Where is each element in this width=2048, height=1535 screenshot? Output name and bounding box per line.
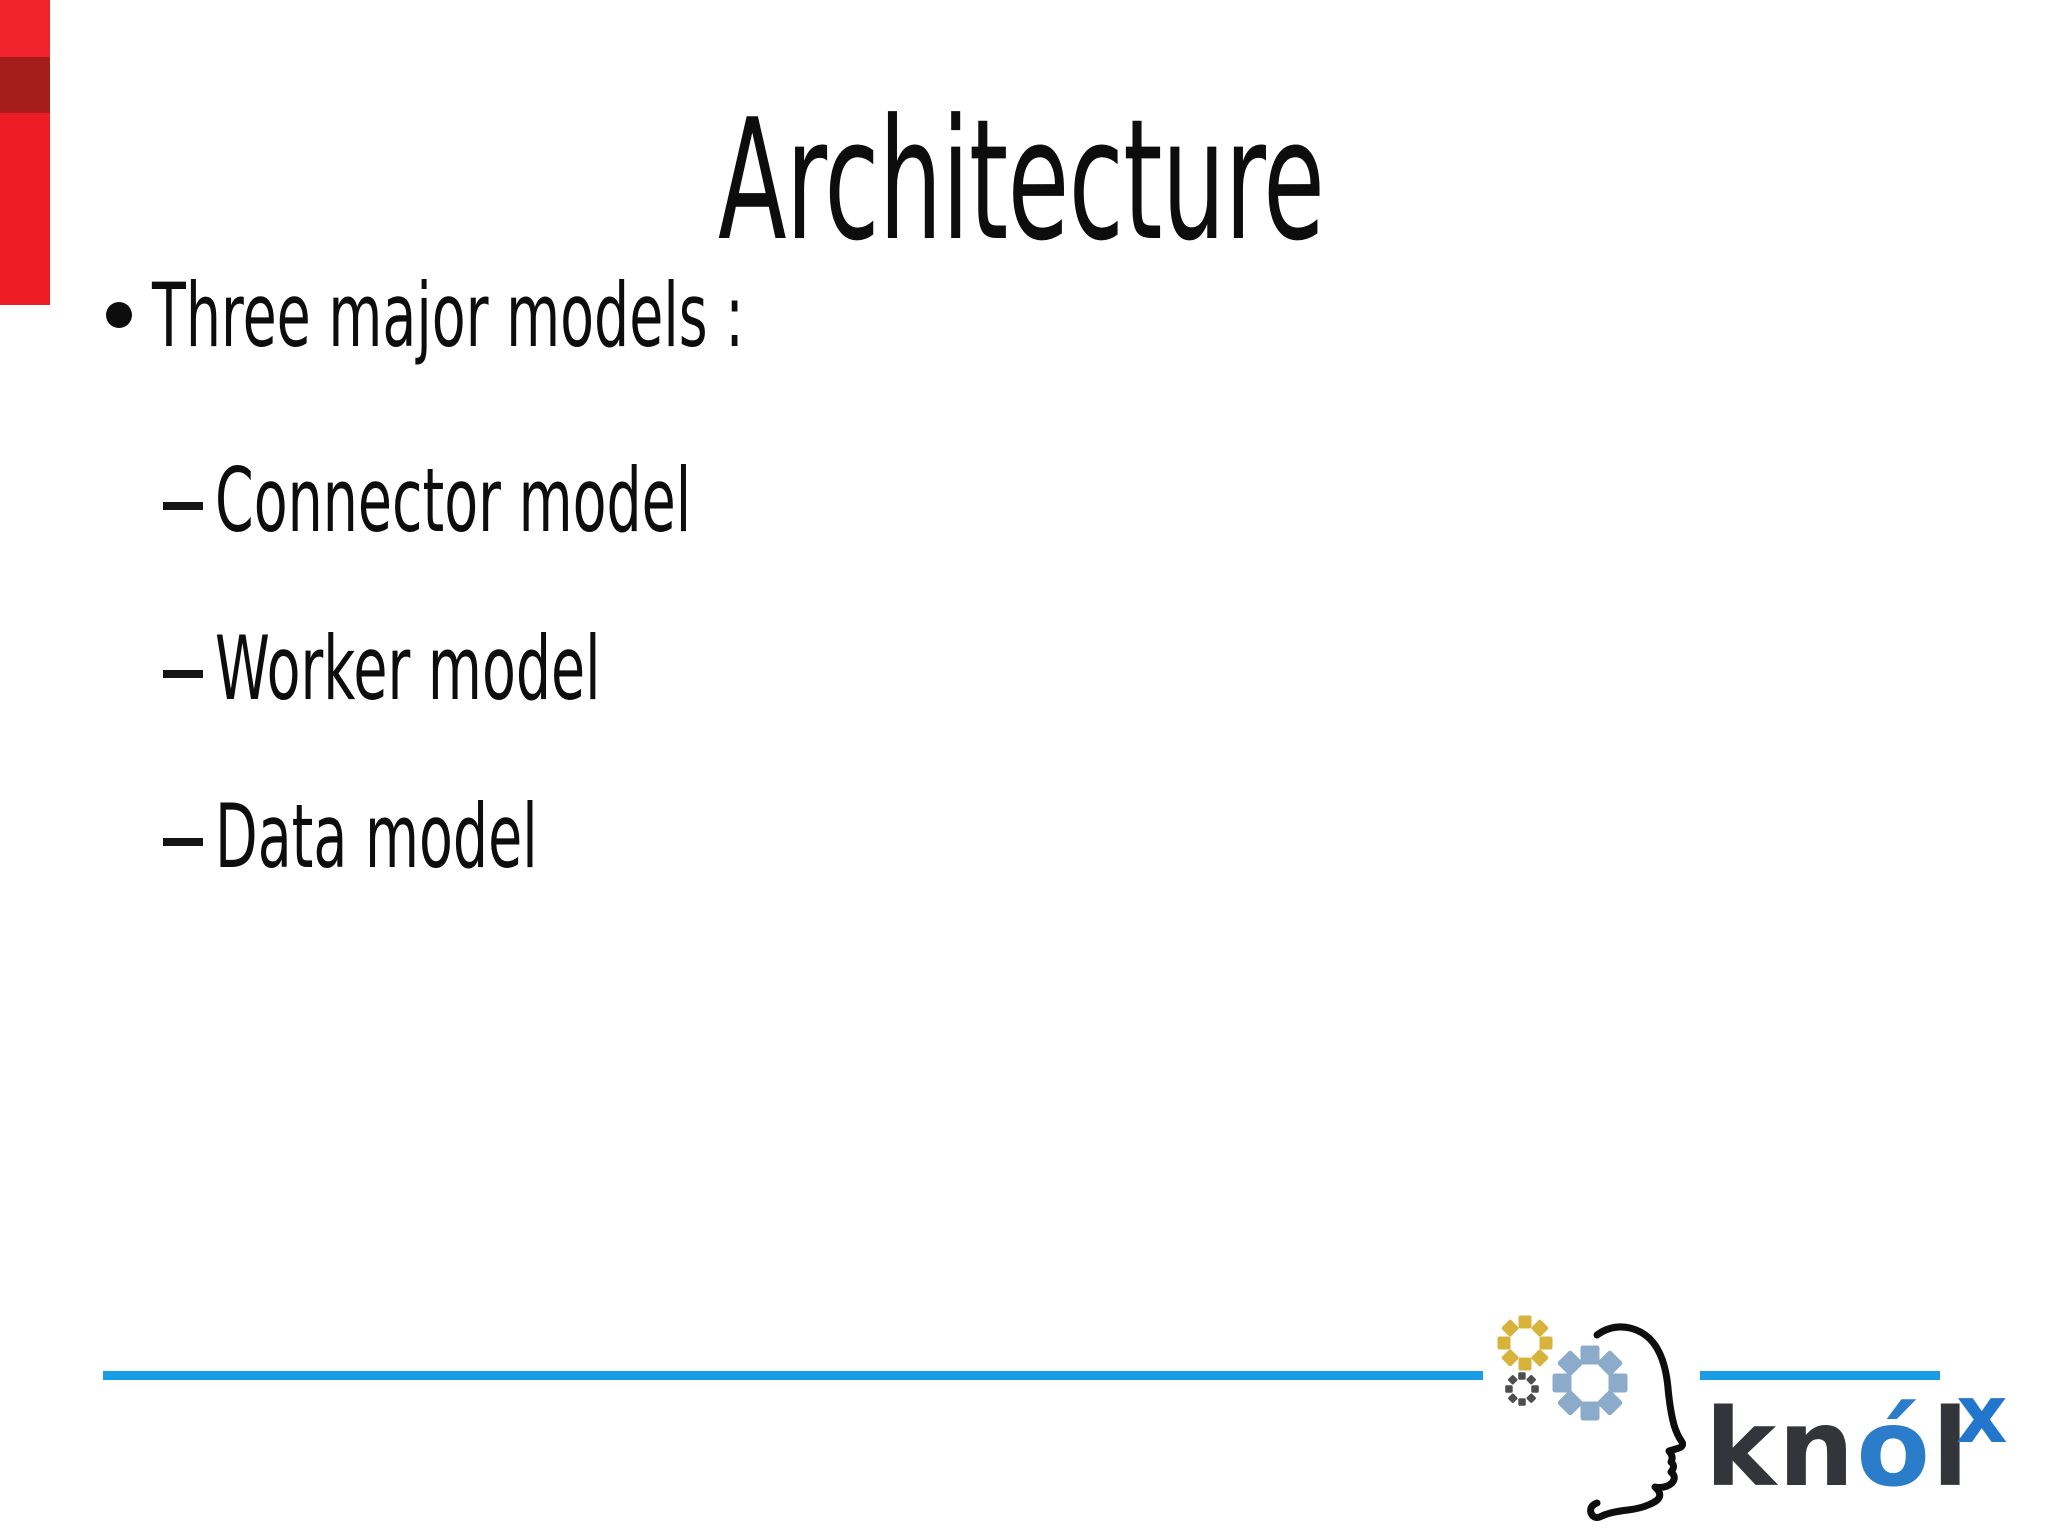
red-artifact-bar [0, 0, 50, 305]
logo-superscript-x: x [1956, 1368, 2008, 1461]
gear-blue-icon [1552, 1345, 1628, 1421]
logo-text-l: l [1931, 1387, 1971, 1511]
sub-bullet-connector-model: Connector model [215, 449, 692, 552]
sub-bullet-dash-icon [163, 838, 203, 846]
slide-title: Architecture [718, 84, 1325, 278]
red-artifact-bar-bottom [0, 113, 50, 305]
gear-yellow-icon [1497, 1315, 1553, 1371]
red-artifact-bar-band [0, 57, 50, 113]
logo-wordmark: knól [1705, 1396, 1971, 1503]
sub-bullet-dash-icon [163, 502, 203, 510]
logo-underline [1700, 1371, 1940, 1380]
red-artifact-bar-top [0, 0, 50, 57]
head-silhouette-icon [1587, 1323, 1687, 1521]
logo-text-o: ó [1856, 1387, 1932, 1511]
sub-bullet-dash-icon [163, 670, 203, 678]
footer-divider-line [103, 1371, 1483, 1380]
gear-dark-icon [1505, 1372, 1539, 1406]
sub-bullet-worker-model: Worker model [215, 617, 601, 720]
knolx-logo-graphic [1497, 1315, 1687, 1521]
bullet-text: Three major models : [152, 264, 744, 367]
bullet-dot-icon [106, 302, 132, 328]
sub-bullet-data-model: Data model [215, 785, 538, 888]
logo-text-kn: kn [1705, 1387, 1857, 1511]
